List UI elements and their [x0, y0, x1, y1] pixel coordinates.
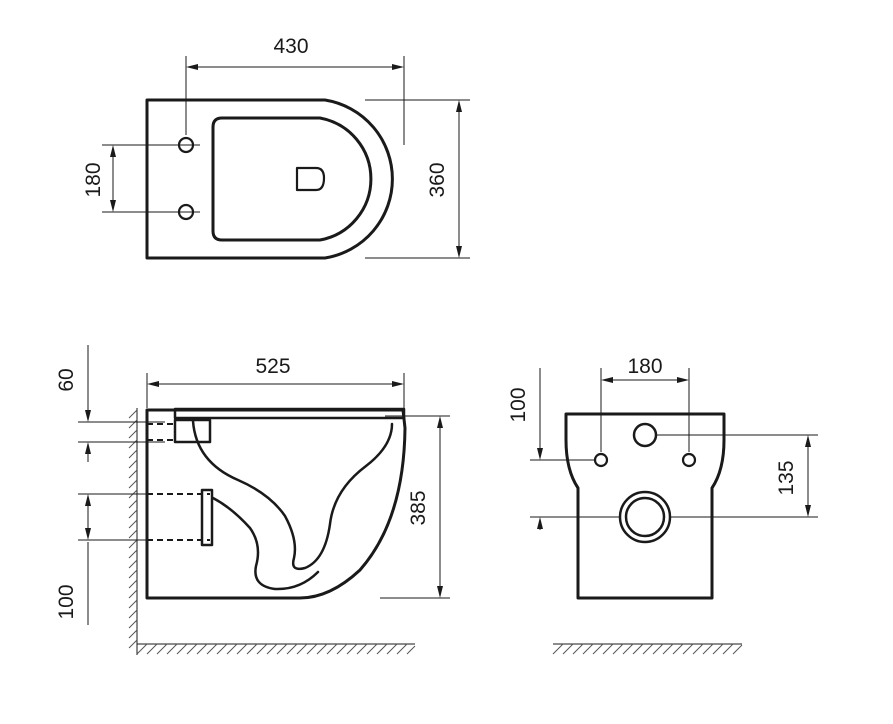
dim-length-side: 525: [255, 355, 290, 378]
back-view-body: [564, 412, 726, 600]
back-view: 180 100 135: [507, 355, 818, 655]
side-view-body: [145, 408, 407, 600]
water-pipe: [147, 423, 175, 441]
flush-inlet: [173, 418, 212, 444]
flush-outlet: [295, 166, 326, 192]
dim-width-top: 360: [426, 162, 449, 197]
outlet-outer: [618, 490, 672, 544]
dim-top-offset-back: 100: [507, 387, 530, 422]
drain-pipe: [147, 493, 210, 541]
outlet-inner: [624, 496, 666, 538]
seat: [173, 407, 406, 420]
drain-flange: [200, 488, 214, 547]
dim-length-top: 430: [273, 35, 308, 58]
dim-outlet-height-back: 135: [775, 460, 798, 495]
bolt-hole-back: [593, 452, 609, 468]
floor-hatch-back: [552, 643, 743, 655]
top-view: 430 180 360: [82, 35, 470, 260]
flush-inlet-back: [632, 422, 658, 448]
dim-height-side: 385: [407, 490, 430, 525]
trapway: [191, 419, 394, 571]
wall-hatch: [128, 408, 138, 655]
top-view-outline: [145, 98, 394, 260]
dim-bolt-spacing-back: 180: [627, 355, 662, 378]
floor-hatch: [136, 643, 416, 655]
trapway-lower: [211, 496, 320, 591]
top-view-bowl: [211, 116, 373, 242]
side-view: 525 60 100 385: [55, 345, 450, 655]
dim-outlet-height-side: 100: [55, 584, 78, 619]
dim-bolt-spacing-top: 180: [82, 162, 105, 197]
bolt-hole-back: [681, 452, 697, 468]
dim-seat-height: 60: [55, 368, 78, 391]
